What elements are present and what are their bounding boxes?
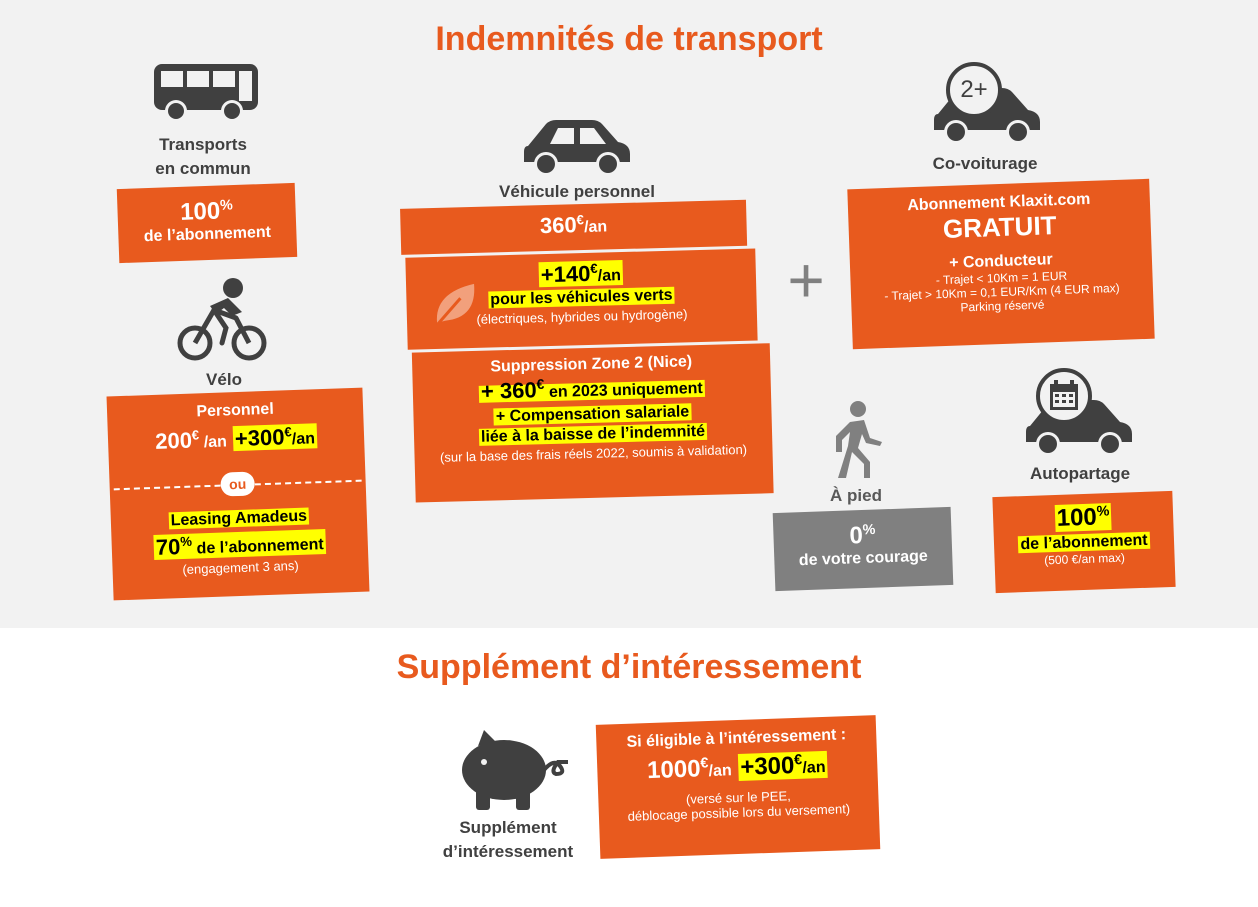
carpool-badge-text: 2+ (960, 76, 988, 103)
covoit-box: Abonnement Klaxit.com GRATUIT + Conducte… (847, 178, 1155, 350)
vehicule-green-box: +140€/an pour les véhicules verts (élect… (405, 248, 758, 350)
autopartage-label: Autopartage (1029, 464, 1131, 483)
vehicule-amount-box: 360€/an (400, 199, 748, 255)
bike-icon (177, 278, 267, 361)
carsharing-car-icon (1026, 368, 1132, 456)
main-title: Indemnités de transport (435, 20, 823, 58)
transports-box: 100% de l’abonnement (116, 182, 298, 264)
pied-box: 0% de votre courage (772, 506, 954, 592)
interessement-label: Supplément d’intéressement (442, 818, 574, 861)
transports-label: Transports en commun (155, 135, 251, 178)
plus-sign: + (787, 244, 825, 316)
supplement-title: Supplément d’intéressement (396, 648, 862, 686)
pied-label: À pied (830, 486, 882, 505)
interessement-box: Si éligible à l’intéressement : 1000€/an… (595, 715, 881, 859)
leaf-icon (435, 283, 475, 326)
walking-person-icon (836, 401, 882, 478)
vehicule-label: Véhicule personnel (499, 182, 655, 201)
or-badge: ou (220, 471, 256, 497)
autopartage-box: 100% de l’abonnement (500 €/an max) (992, 490, 1176, 594)
velo-label: Vélo (206, 370, 242, 389)
bus-icon (154, 64, 258, 122)
covoit-label: Co-voiturage (932, 154, 1038, 173)
vehicule-group: 360€/an +140€/an pour les véhicules vert… (400, 199, 774, 514)
piggy-bank-icon (462, 730, 568, 810)
carpool-car-icon (934, 62, 1040, 144)
vehicule-zone-box: Suppression Zone 2 (Nice) + 360€ en 2023… (411, 343, 774, 503)
velo-box: Personnel 200€ /an +300€/an ou Leasing A… (106, 387, 370, 601)
car-icon (524, 120, 630, 176)
